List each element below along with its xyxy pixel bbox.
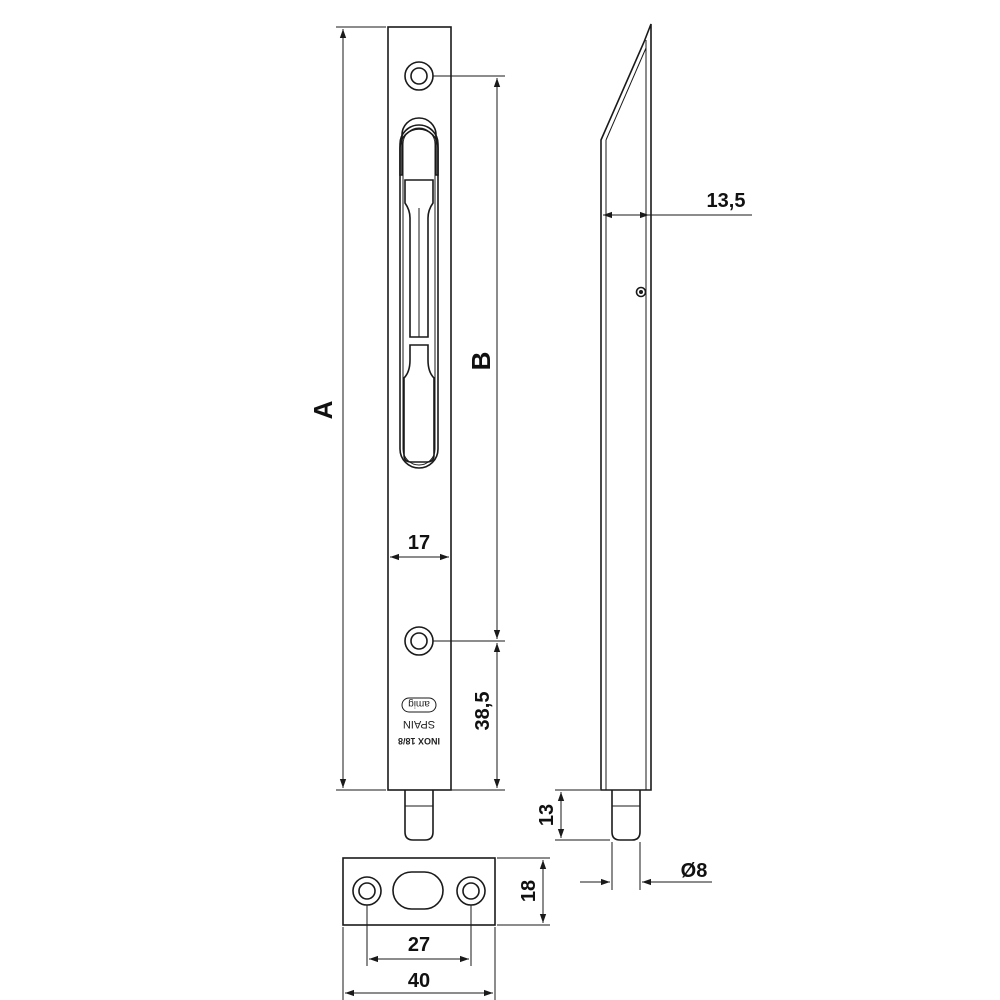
bolt-slot — [399, 117, 439, 469]
dimension-27: 27 — [366, 905, 472, 966]
dimension-13-5: 13,5 — [603, 190, 752, 219]
stamp-brand: amig — [408, 698, 430, 709]
dimension-13-label: 13 — [536, 804, 558, 826]
dimension-17-label: 17 — [408, 532, 430, 554]
dimension-diameter-8: Ø8 — [580, 842, 712, 890]
keeper-left-hole — [352, 876, 382, 906]
bolt-pin — [404, 790, 434, 841]
dimension-40-label: 40 — [408, 970, 430, 992]
bottom-screw-hole — [404, 626, 434, 656]
keeper-plate-view: 18 27 40 — [342, 857, 550, 1000]
dimension-a-label: A — [308, 400, 338, 419]
side-view: 13,5 13 Ø8 — [536, 23, 752, 890]
dimension-18-label: 18 — [518, 880, 540, 902]
front-view: INOX 18/8 SPAIN amig A B 38,5 — [308, 26, 505, 841]
dimension-b-label: B — [466, 352, 496, 371]
dimension-diameter-8-label: Ø8 — [681, 860, 708, 882]
dimension-18: 18 — [497, 857, 550, 926]
dimension-27-label: 27 — [408, 934, 430, 956]
dimension-17: 17 — [390, 532, 449, 561]
stamp-origin: SPAIN — [403, 718, 435, 730]
dimension-b: B — [433, 75, 505, 642]
keeper-pin-slot — [392, 871, 444, 910]
side-pin — [611, 790, 641, 841]
dimension-a: A — [308, 26, 386, 791]
manufacturer-stamp: INOX 18/8 SPAIN amig — [398, 697, 440, 746]
side-rivet — [635, 286, 647, 298]
keeper-plate — [342, 857, 496, 926]
dimension-13: 13 — [536, 789, 610, 841]
stamp-material: INOX 18/8 — [398, 736, 440, 746]
dimension-40: 40 — [342, 927, 496, 1000]
dimension-38-5: 38,5 — [451, 643, 505, 791]
bolt-plate — [387, 26, 452, 791]
slider-knob — [403, 179, 435, 463]
keeper-right-hole — [456, 876, 486, 906]
dimension-13-5-label: 13,5 — [707, 190, 746, 212]
dimension-38-5-label: 38,5 — [472, 692, 494, 731]
top-screw-hole — [404, 61, 434, 91]
